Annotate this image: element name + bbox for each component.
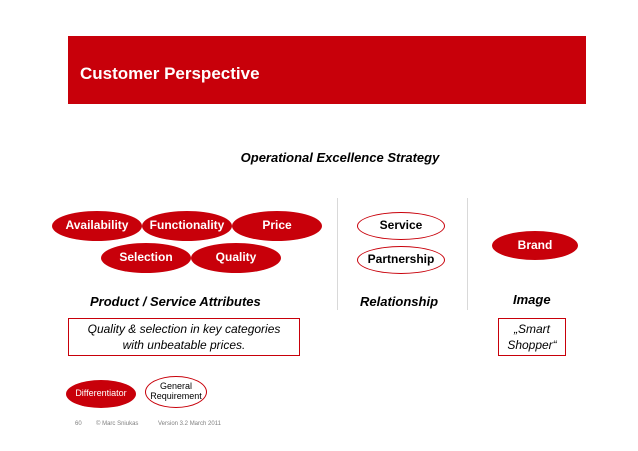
image-description-line1: „Smart	[514, 321, 550, 336]
image-label: Image	[513, 292, 551, 307]
attribute-quality: Quality	[191, 243, 281, 273]
image-description-line2: Shopper“	[507, 338, 557, 352]
attribute-price: Price	[232, 211, 322, 241]
attribute-selection: Selection	[101, 243, 191, 273]
image-brand: Brand	[492, 231, 578, 260]
footer-page-number: 60	[75, 421, 82, 427]
attributes-description-box: Quality & selection in key categories wi…	[68, 318, 300, 356]
legend-general-line2: Requirement	[150, 391, 202, 401]
image-description-box: „Smart Shopper“	[498, 318, 566, 356]
legend-general-line1: General	[159, 381, 193, 392]
attribute-availability: Availability	[52, 211, 142, 241]
strategy-title: Operational Excellence Strategy	[240, 150, 440, 165]
attributes-description-line1: Quality & selection in key categories	[87, 321, 281, 336]
legend-general-requirement: General Requirement	[145, 376, 207, 408]
relationship-partnership: Partnership	[357, 246, 445, 274]
page-title: Customer Perspective	[80, 64, 260, 83]
footer-version: Version 3.2 March 2011	[158, 421, 221, 427]
legend-differentiator: Differentiator	[66, 380, 136, 408]
footer-copyright: © Marc Sniukas	[96, 421, 139, 427]
column-divider-left	[337, 198, 338, 310]
attributes-description-line2: with unbeatable prices.	[122, 338, 246, 352]
attribute-functionality: Functionality	[142, 211, 232, 241]
relationship-label: Relationship	[360, 294, 439, 309]
relationship-service: Service	[357, 212, 445, 240]
attributes-label: Product / Service Attributes	[90, 294, 261, 309]
column-divider-right	[467, 198, 468, 310]
header-banner	[68, 36, 586, 104]
